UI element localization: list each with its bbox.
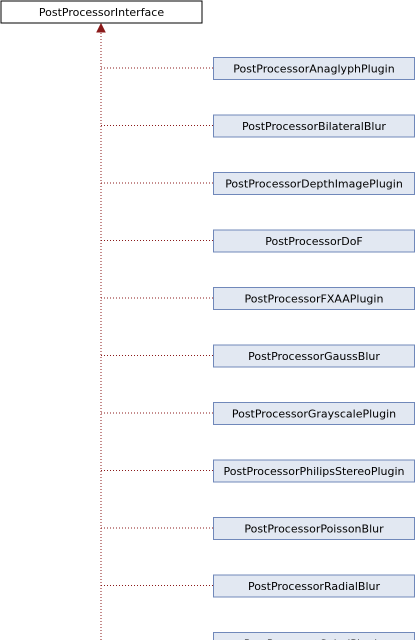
- connectors: [96, 22, 213, 640]
- derived-class-node-post-processor-depth-image-plugin[interactable]: PostProcessorDepthImagePlugin: [213, 172, 415, 195]
- derived-class-box: [213, 517, 415, 540]
- base-class-node[interactable]: PostProcessorInterface: [0, 0, 203, 24]
- derived-class-node-post-processor-radial-blur[interactable]: PostProcessorRadialBlur: [213, 574, 415, 598]
- derived-class-label: PostProcessorPhilipsStereoPlugin: [224, 465, 405, 478]
- derived-class-label: PostProcessorBilateralBlur: [242, 120, 386, 133]
- derived-class-label: PostProcessorDepthImagePlugin: [225, 178, 403, 191]
- derived-class-node-post-processor-do-f[interactable]: PostProcessorDoF: [213, 229, 415, 253]
- derived-class-label: PostProcessorDoF: [265, 235, 363, 248]
- derived-class-box: [213, 114, 415, 138]
- derived-class-box: [213, 229, 415, 253]
- derived-class-box: [213, 574, 415, 598]
- derived-class-node-post-processor-poisson-blur[interactable]: PostProcessorPoissonBlur: [213, 517, 415, 540]
- derived-class-node-post-processor-philips-stereo-plugin[interactable]: PostProcessorPhilipsStereoPlugin: [213, 459, 415, 483]
- derived-class-label: PostProcessorPoissonBlur: [244, 523, 384, 536]
- inheritance-arrowhead: [96, 22, 106, 33]
- derived-class-box: [213, 344, 415, 368]
- derived-class-box: [213, 287, 415, 310]
- derived-class-node-post-processor-sobel-plugin[interactable]: PostProcessorSobelPlugin: [213, 632, 415, 640]
- derived-class-label: PostProcessorGrayscalePlugin: [232, 408, 396, 421]
- derived-class-list: PostProcessorAnaglyphPluginPostProcessor…: [213, 57, 415, 640]
- derived-class-label: PostProcessorSobelPlugin: [244, 638, 384, 640]
- derived-class-node-post-processor-bilateral-blur[interactable]: PostProcessorBilateralBlur: [213, 114, 415, 138]
- derived-class-label: PostProcessorAnaglyphPlugin: [233, 63, 394, 76]
- base-class-label: PostProcessorInterface: [39, 6, 164, 19]
- base-class-box: [0, 0, 203, 24]
- derived-class-box: [213, 402, 415, 425]
- derived-class-box: [213, 459, 415, 483]
- derived-class-node-post-processor-grayscale-plugin[interactable]: PostProcessorGrayscalePlugin: [213, 402, 415, 425]
- derived-class-box: [213, 632, 415, 640]
- derived-class-box: [213, 172, 415, 195]
- derived-class-label: PostProcessorRadialBlur: [248, 580, 381, 593]
- derived-class-label: PostProcessorFXAAPlugin: [245, 293, 384, 306]
- derived-class-node-post-processor-gauss-blur[interactable]: PostProcessorGaussBlur: [213, 344, 415, 368]
- derived-class-label: PostProcessorGaussBlur: [248, 350, 380, 363]
- derived-class-node-post-processor-fxaa-plugin[interactable]: PostProcessorFXAAPlugin: [213, 287, 415, 310]
- derived-class-node-post-processor-anaglyph-plugin[interactable]: PostProcessorAnaglyphPlugin: [213, 57, 415, 80]
- derived-class-box: [213, 57, 415, 80]
